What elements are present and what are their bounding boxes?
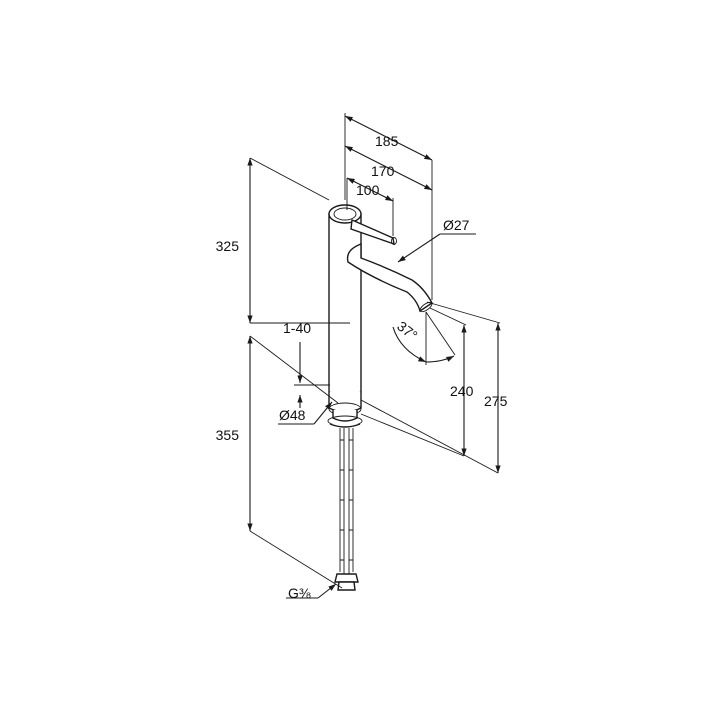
label-325: 325 <box>216 238 240 254</box>
label-thread: G⅜ <box>288 585 311 601</box>
dimension-labels: 185 170 100 Ø27 325 1-40 Ø48 355 37° 240… <box>216 133 508 601</box>
label-170: 170 <box>371 163 395 179</box>
label-355: 355 <box>216 427 240 443</box>
label-spout-diameter: Ø27 <box>443 217 470 233</box>
top-dimension-lines <box>344 115 433 202</box>
faucet-body <box>327 204 433 591</box>
label-base-diameter: Ø48 <box>279 407 306 423</box>
vertical-dimension-lines <box>247 158 501 531</box>
label-1-40: 1-40 <box>283 320 311 336</box>
leader-lines <box>278 233 476 599</box>
label-240: 240 <box>450 383 474 399</box>
label-275: 275 <box>484 393 508 409</box>
label-100: 100 <box>356 182 380 198</box>
angle-dimension <box>392 311 456 365</box>
label-185: 185 <box>375 133 399 149</box>
